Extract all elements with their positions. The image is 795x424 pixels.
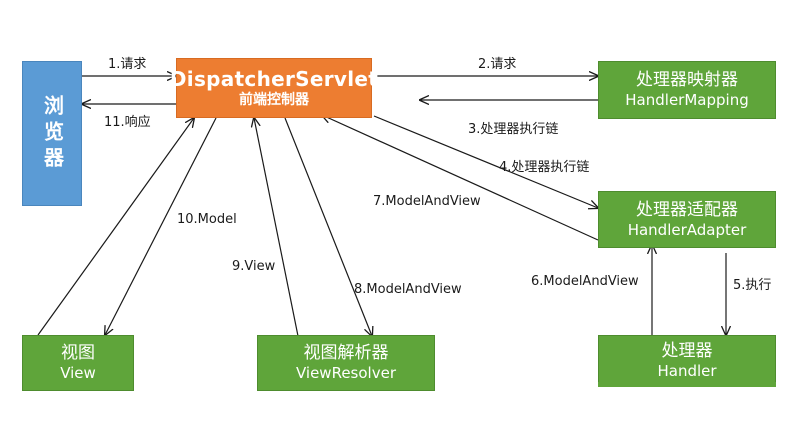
label-5-execute: 5.执行 — [733, 278, 772, 293]
label-7-modelandview: 7.ModelAndView — [373, 194, 481, 209]
handler-node: 处理器 Handler — [598, 335, 776, 387]
handler-adapter-cn: 处理器适配器 — [636, 199, 738, 220]
view-resolver-en: ViewResolver — [295, 364, 396, 383]
label-8-modelandview: 8.ModelAndView — [354, 282, 462, 297]
arrow-view-to-dispatcher — [37, 118, 194, 336]
arrow-9-view — [254, 118, 299, 337]
label-11-response: 11.响应 — [104, 115, 151, 130]
label-3-handler-chain: 3.处理器执行链 — [468, 122, 559, 137]
label-4-handler-chain: 4.处理器执行链 — [499, 160, 590, 175]
arrow-8-modelandview — [284, 117, 372, 336]
view-cn: 视图 — [61, 343, 95, 363]
handler-mapping-node: 处理器映射器 HandlerMapping — [598, 61, 776, 119]
label-10-model: 10.Model — [177, 212, 237, 227]
view-resolver-cn: 视图解析器 — [303, 343, 389, 363]
handler-mapping-en: HandlerMapping — [625, 91, 749, 110]
browser-node: 浏览器 — [22, 61, 82, 206]
handler-underline — [598, 382, 776, 387]
label-6-modelandview: 6.ModelAndView — [531, 274, 639, 289]
dispatcher-subtitle: 前端控制器 — [239, 91, 309, 108]
browser-label: 浏览器 — [40, 94, 65, 173]
view-node: 视图 View — [22, 335, 134, 391]
view-en: View — [60, 364, 96, 383]
handler-adapter-en: HandlerAdapter — [627, 220, 747, 239]
handler-mapping-cn: 处理器映射器 — [636, 70, 738, 90]
label-9-view: 9.View — [232, 259, 276, 274]
dispatcher-servlet-node: DispatcherServlet 前端控制器 — [170, 58, 378, 118]
handler-cn: 处理器 — [661, 341, 713, 361]
arrow-4-handler-chain — [373, 115, 598, 208]
label-2-request: 2.请求 — [478, 57, 517, 72]
label-1-request: 1.请求 — [108, 57, 147, 72]
arrow-10-model — [105, 117, 217, 335]
dispatcher-title: DispatcherServlet — [169, 66, 379, 91]
arrow-7-modelandview — [322, 115, 599, 241]
handler-en: Handler — [657, 362, 717, 381]
view-resolver-node: 视图解析器 ViewResolver — [257, 335, 435, 391]
handler-adapter-node: 处理器适配器 HandlerAdapter — [598, 191, 776, 248]
